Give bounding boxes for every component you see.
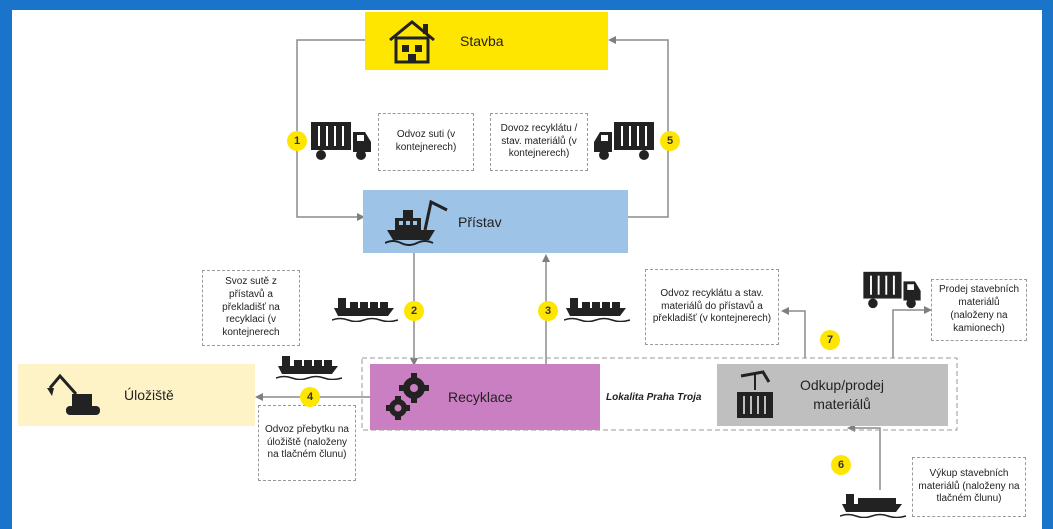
- boat-icon: [840, 494, 907, 518]
- badge-1: 1: [287, 131, 307, 151]
- crane-container-icon: [737, 370, 773, 418]
- node-uloziste: Úložiště: [18, 364, 255, 426]
- diagram-canvas: [12, 10, 1042, 529]
- house-icon: [389, 20, 435, 64]
- badge-7: 7: [820, 330, 840, 350]
- arrow-pristav-to-stavba: [608, 36, 669, 218]
- badge-6: 6: [831, 455, 851, 475]
- note-odvoz-prebytku: Odvoz přebytku na úložiště (naloženy na …: [258, 405, 356, 481]
- boat-icon: [276, 356, 343, 380]
- node-recyklace: Recyklace: [370, 364, 600, 430]
- truck-icon: [311, 122, 371, 160]
- recyklace-label: Recyklace: [448, 389, 513, 405]
- lokalita-label: Lokalita Praha Troja: [606, 392, 702, 403]
- ship-crane-icon: [385, 199, 448, 246]
- boat-icon: [332, 298, 399, 322]
- boat-icon: [564, 298, 631, 322]
- note-prodej: Prodej stavebních materiálů (naloženy na…: [931, 279, 1027, 341]
- badge-4: 4: [300, 387, 320, 407]
- note-svoz-sute: Svoz sutě z přístavů a překladišť na rec…: [202, 270, 300, 346]
- badge-5: 5: [660, 131, 680, 151]
- node-odkup: Odkup/prodej materiálů: [717, 364, 948, 426]
- pristav-label: Přístav: [458, 213, 502, 230]
- node-stavba: Stavba: [365, 12, 608, 70]
- stavba-label: Stavba: [460, 33, 504, 49]
- arrow-odkup-to-note3: [781, 307, 806, 358]
- badge-3: 3: [538, 301, 558, 321]
- badge-2: 2: [404, 301, 424, 321]
- odkup-label: Odkup/prodej materiálů: [799, 377, 885, 412]
- note-odvoz-suti: Odvoz suti (v kontejnerech): [378, 113, 474, 171]
- arrow-vykup-to-odkup: [847, 424, 881, 490]
- node-pristav: Přístav: [363, 190, 628, 253]
- note-dovoz-recyklatu: Dovoz recyklátu / stav. materiálů (v kon…: [490, 113, 588, 171]
- gears-icon: [386, 373, 429, 420]
- arrow-stavba-to-pristav: [296, 39, 365, 221]
- note-odvoz-recyklatu: Odvoz recyklátu a stav. materiálů do pří…: [645, 269, 779, 345]
- truck-icon: [594, 122, 654, 160]
- excavator-icon: [47, 373, 100, 415]
- arrow-odkup-to-prodej: [892, 306, 932, 358]
- lokalita-boundary: [361, 357, 958, 431]
- uloziste-label: Úložiště: [124, 387, 174, 403]
- note-vykup: Výkup stavebních materiálů (naloženy na …: [912, 457, 1026, 517]
- truck-icon: [863, 271, 921, 309]
